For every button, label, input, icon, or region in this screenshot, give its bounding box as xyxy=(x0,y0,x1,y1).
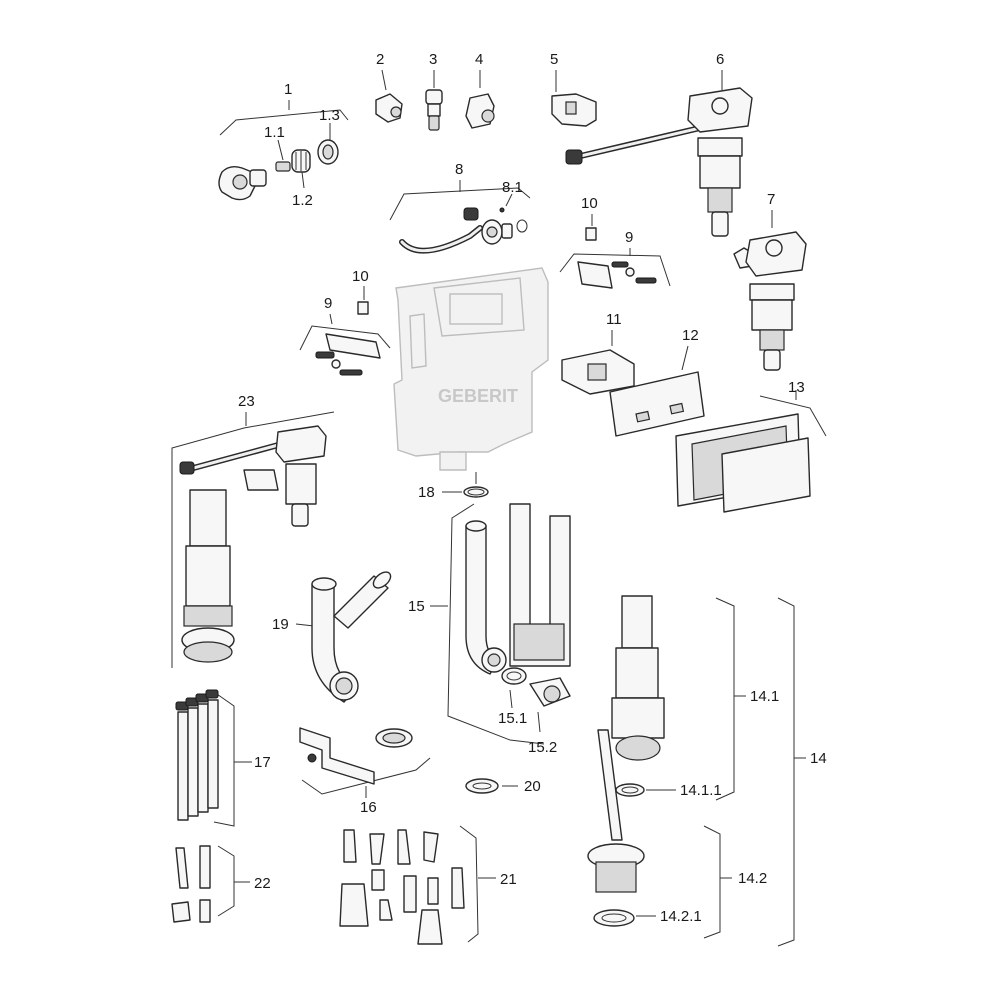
label-2: 2 xyxy=(376,51,384,68)
label-4: 4 xyxy=(475,51,483,68)
bracket-14-1 xyxy=(715,597,735,801)
concealed-cistern-ghost xyxy=(393,267,549,471)
part-13-actuator-plate xyxy=(675,390,827,513)
label-1-2: 1.2 xyxy=(292,192,313,209)
label-5: 5 xyxy=(550,51,558,68)
part-22-clips xyxy=(171,845,250,923)
label-16: 16 xyxy=(360,799,377,816)
label-3: 3 xyxy=(429,51,437,68)
label-10-left: 10 xyxy=(352,268,369,285)
label-10-right: 10 xyxy=(581,195,598,212)
part-8-connection-hose xyxy=(389,180,531,254)
part-9-mounting-set-left xyxy=(299,313,391,376)
label-17: 17 xyxy=(254,754,271,771)
bracket-14 xyxy=(777,597,795,947)
bracket-14-2 xyxy=(703,825,721,939)
label-8: 8 xyxy=(455,161,463,178)
part-14-1-flush-valve xyxy=(611,595,665,797)
label-14-2-1: 14.2.1 xyxy=(660,908,702,925)
label-23: 23 xyxy=(238,393,255,410)
label-21: 21 xyxy=(500,871,517,888)
label-14-1-1: 14.1.1 xyxy=(680,782,722,799)
part-9-mounting-set-right xyxy=(559,248,671,289)
label-7: 7 xyxy=(767,191,775,208)
label-19: 19 xyxy=(272,616,289,633)
part-18-seal-ring xyxy=(442,472,489,498)
label-14-1: 14.1 xyxy=(750,688,779,705)
label-1-1: 1.1 xyxy=(264,124,285,141)
part-3-connector xyxy=(425,70,443,131)
part-11-actuator-frame xyxy=(561,330,635,395)
label-13: 13 xyxy=(788,379,805,396)
label-11: 11 xyxy=(606,311,622,328)
label-12: 12 xyxy=(682,327,699,344)
label-6: 6 xyxy=(716,51,724,68)
label-9-left: 9 xyxy=(324,295,332,312)
part-23-valve-set xyxy=(171,411,335,668)
label-15-1: 15.1 xyxy=(498,710,527,727)
part-7-fill-valve xyxy=(733,210,807,371)
label-1: 1 xyxy=(284,81,292,98)
part-16-bracket-set xyxy=(299,727,431,798)
part-12-mounting-plate xyxy=(609,345,705,437)
label-14: 14 xyxy=(810,750,827,767)
part-1-angle-valve-set xyxy=(218,100,349,201)
label-8-1: 8.1 xyxy=(502,179,523,196)
label-15: 15 xyxy=(408,598,425,615)
label-15-2: 15.2 xyxy=(528,739,557,756)
label-20: 20 xyxy=(524,778,541,795)
label-9-right: 9 xyxy=(625,229,633,246)
label-1-3: 1.3 xyxy=(319,107,340,124)
part-15-flush-pipe-set xyxy=(430,503,571,745)
brand-watermark: GEBERIT xyxy=(438,386,518,406)
part-5-bracket-clip xyxy=(551,70,597,127)
part-4-tee-fitting xyxy=(465,70,495,129)
part-6-fill-valve xyxy=(565,70,753,237)
label-14-2: 14.2 xyxy=(738,870,767,887)
part-21-small-parts-set xyxy=(339,825,496,945)
part-20-seal xyxy=(465,778,518,794)
part-19-y-pipe xyxy=(295,571,392,703)
part-10-clip-right xyxy=(585,214,597,241)
part-17-fixing-anchors xyxy=(175,689,252,827)
part-10-clip-left xyxy=(357,286,369,315)
label-22: 22 xyxy=(254,875,271,892)
label-18: 18 xyxy=(418,484,435,501)
part-14-2-float-basket xyxy=(587,729,645,927)
part-2-elbow-fitting xyxy=(375,69,403,123)
